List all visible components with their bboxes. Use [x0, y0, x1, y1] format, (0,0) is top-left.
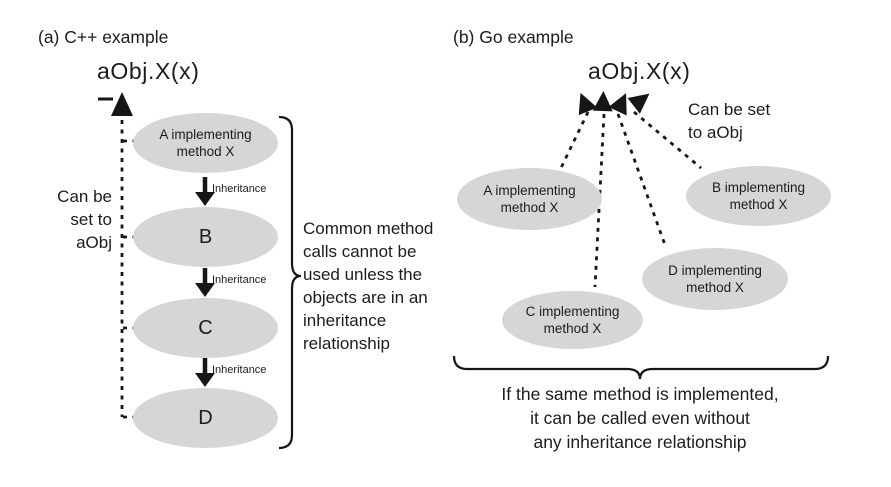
- go-arrowhead-4: [627, 93, 650, 114]
- panel-a-call-expression: aObj.X(x): [97, 58, 200, 84]
- node-label: D: [198, 406, 213, 429]
- side-label-line: aObj: [76, 233, 112, 252]
- node-label-line: method X: [543, 321, 602, 336]
- node-label-line: A implementing: [483, 183, 576, 198]
- node-label-line: method X: [500, 200, 559, 215]
- node-a-go: A implementing method X: [457, 168, 602, 230]
- go-arrowhead-2: [592, 91, 613, 112]
- go-arrowhead-1: [578, 92, 598, 116]
- panel-b-note: If the same method is implemented, it ca…: [440, 382, 840, 454]
- inheritance-arrowhead-c-d: [195, 373, 215, 387]
- inheritance-arrowhead-b-c: [195, 283, 215, 297]
- go-dashed-line-d: [616, 113, 667, 246]
- note-line: any inheritance relationship: [533, 432, 747, 452]
- note-line: used unless the: [303, 265, 423, 284]
- panel-a-heading: (a) C++ example: [38, 27, 169, 47]
- note-line: objects are in an: [303, 288, 428, 307]
- node-d-cpp: D: [133, 388, 278, 448]
- note-line: calls cannot be: [303, 242, 417, 261]
- inheritance-arrowhead-a-b: [195, 192, 215, 206]
- node-c-cpp: C: [133, 298, 278, 358]
- inheritance-label: Inheritance: [212, 183, 267, 195]
- node-label-line: A implementing: [159, 127, 252, 142]
- panel-b-call-expression: aObj.X(x): [588, 58, 691, 84]
- node-a-cpp: A implementing method X: [133, 113, 278, 173]
- note-line: relationship: [303, 334, 390, 353]
- go-arrowhead-3: [608, 93, 627, 116]
- panel-a-side-label: Can be set to aObj: [28, 185, 112, 254]
- side-label-line: Can be set: [688, 100, 771, 119]
- inheritance-label: Inheritance: [212, 274, 267, 286]
- side-label-line: to aObj: [688, 123, 743, 142]
- node-label-line: B implementing: [711, 180, 806, 195]
- right-curly-brace: [278, 115, 302, 450]
- note-line: Common method: [303, 219, 434, 238]
- node-b-go: B implementing method X: [686, 166, 831, 226]
- side-label-line: Can be: [57, 187, 112, 206]
- panel-b-side-label: Can be set to aObj: [688, 98, 770, 144]
- node-label-line: C implementing: [525, 304, 620, 319]
- note-line: inheritance: [303, 311, 387, 330]
- node-label: C: [198, 316, 213, 339]
- side-label-line: set to: [70, 210, 112, 229]
- go-arrowhead-cluster: [578, 91, 650, 116]
- go-dashed-line-a: [558, 111, 590, 171]
- inheritance-label: Inheritance: [212, 364, 267, 376]
- bottom-curly-brace: [452, 355, 830, 380]
- node-label: B: [198, 225, 213, 248]
- node-d-go: D implementing method X: [642, 248, 788, 310]
- node-b-cpp: B: [133, 207, 278, 267]
- node-label-line: D implementing: [668, 263, 762, 278]
- node-c-go: C implementing method X: [502, 291, 643, 349]
- node-label-line: method X: [729, 197, 788, 212]
- panel-a-brace-note: Common method calls cannot be used unles…: [303, 217, 433, 355]
- note-line: it can be called even without: [530, 408, 750, 428]
- up-arrowhead: [111, 92, 133, 116]
- note-line: If the same method is implemented,: [501, 384, 779, 404]
- node-label-line: method X: [686, 280, 744, 295]
- panel-b-heading: (b) Go example: [453, 27, 574, 47]
- node-label-line: method X: [176, 144, 235, 159]
